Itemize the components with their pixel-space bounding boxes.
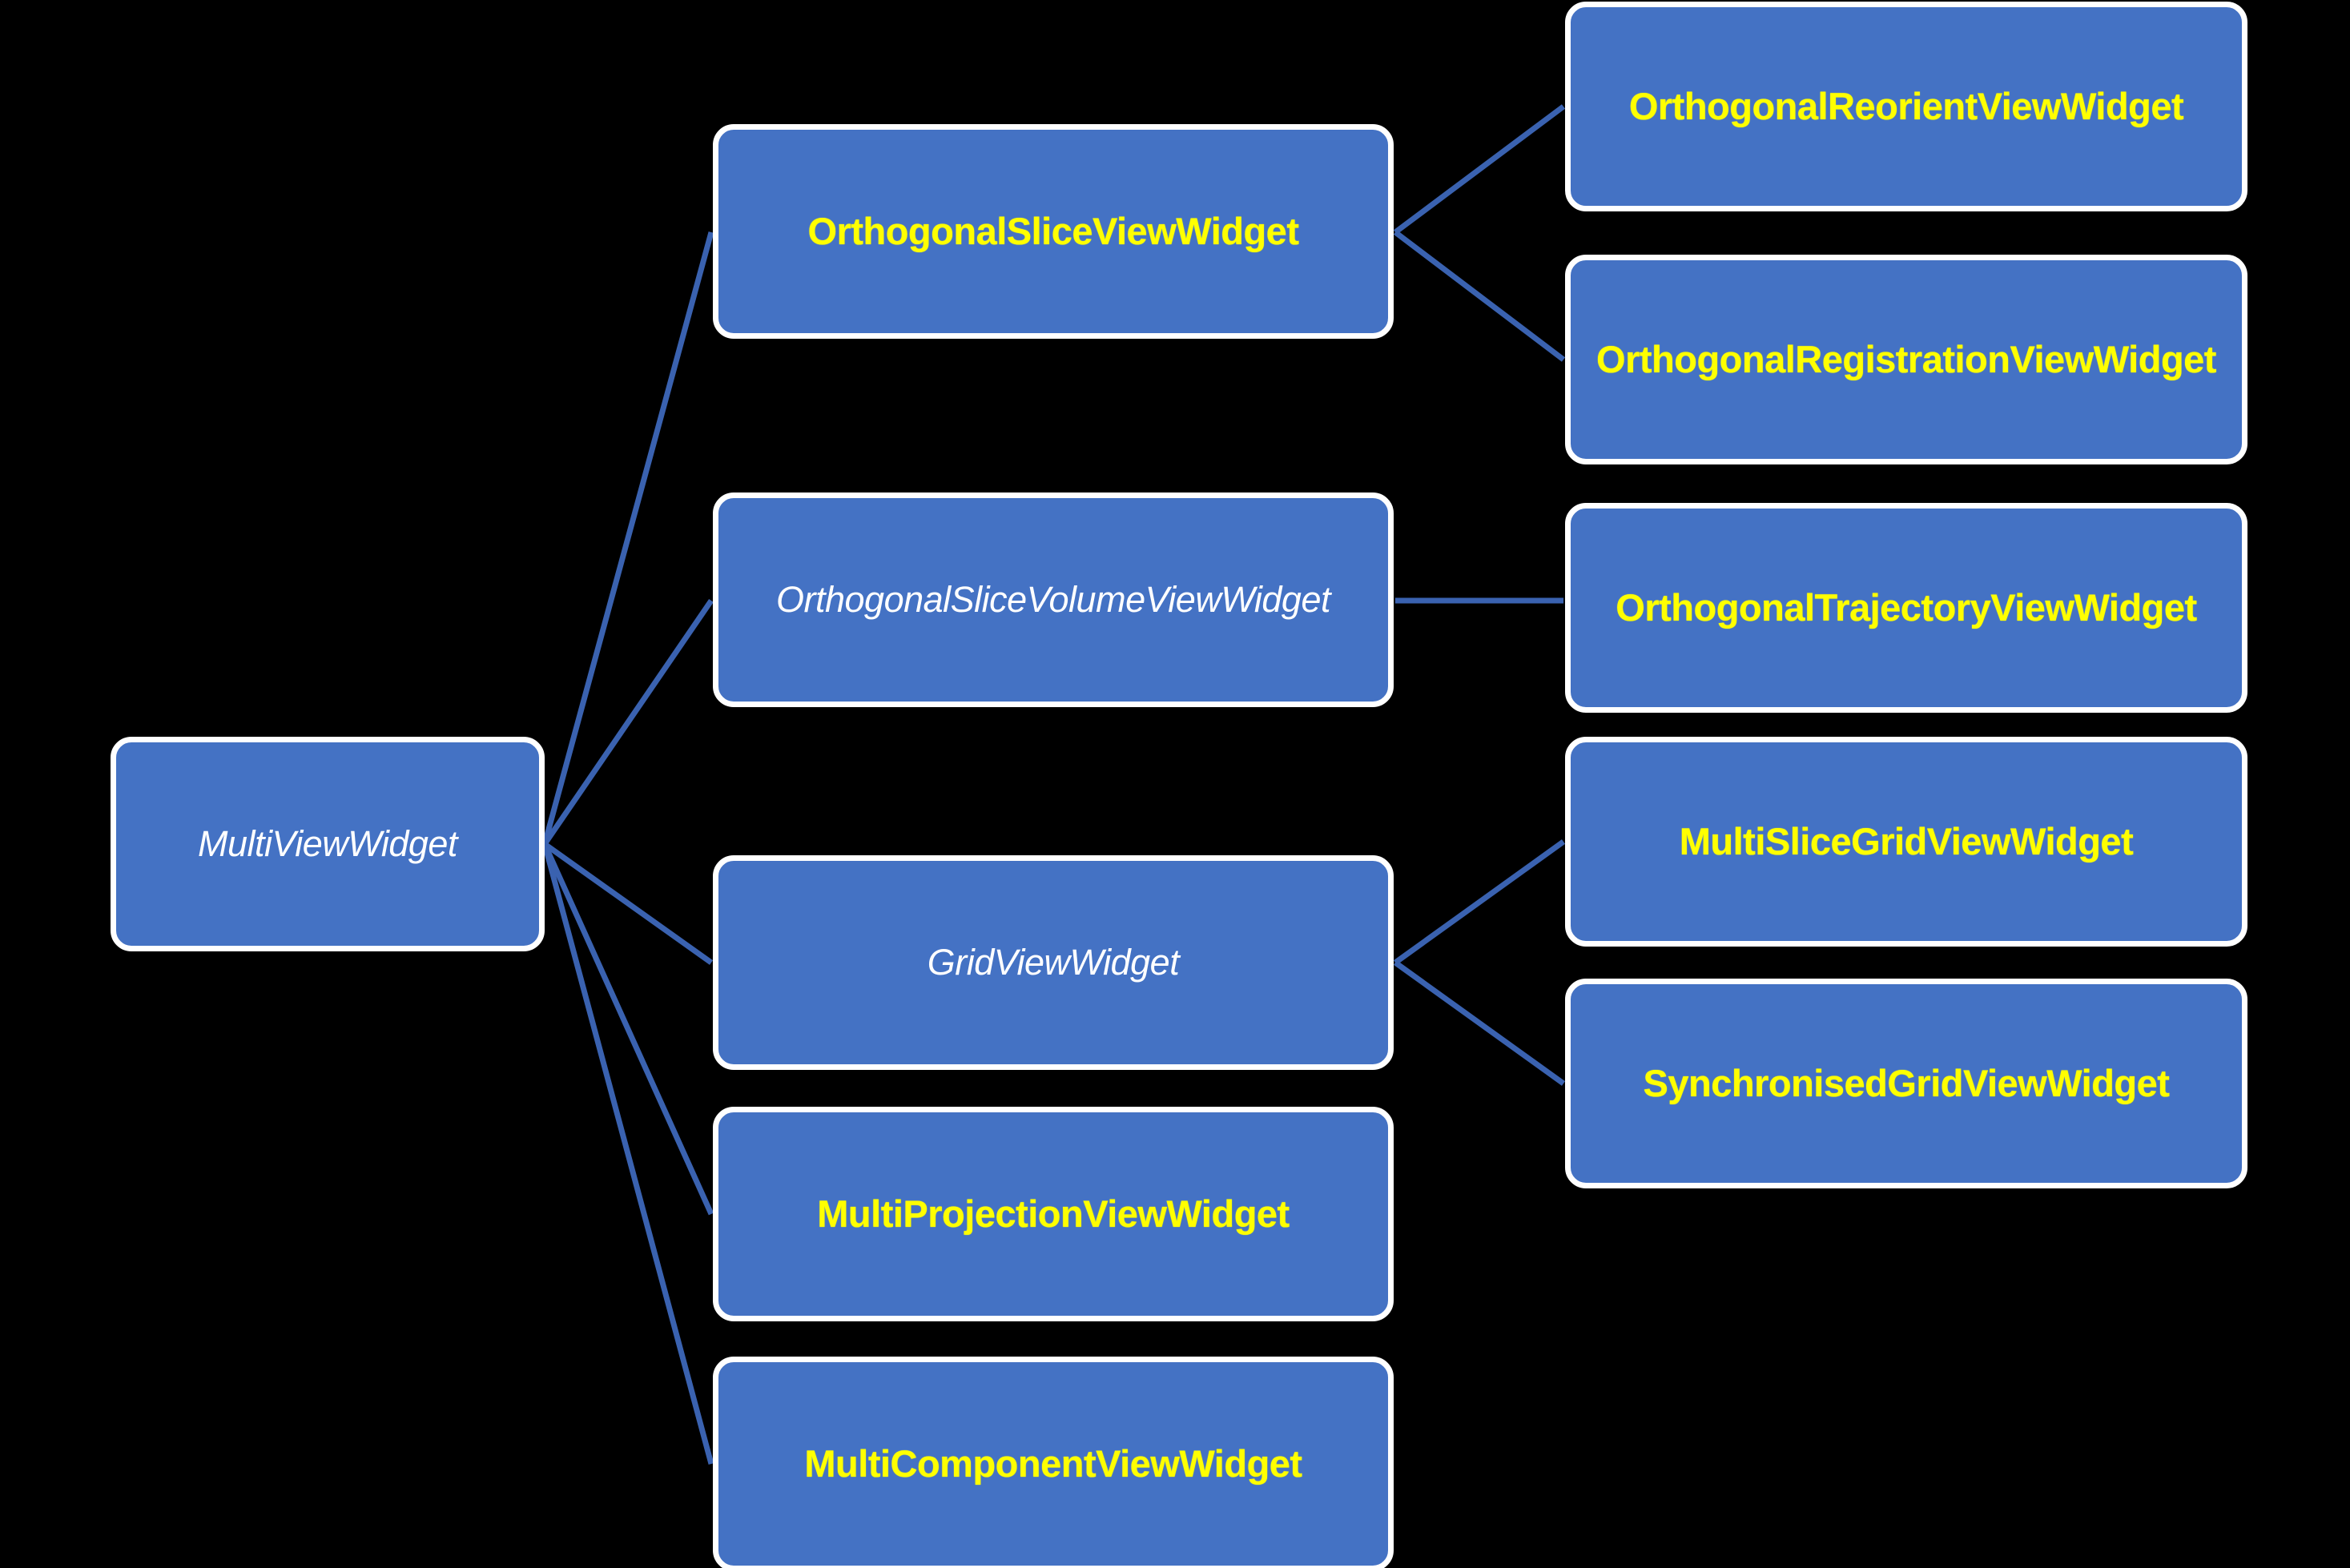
node-orthogonal-slice-view-widget[interactable]: OrthogonalSliceViewWidget: [713, 124, 1394, 339]
node-label-multi-slice-grid-view-widget: MultiSliceGridViewWidget: [1679, 820, 2134, 863]
node-label-grid-view-widget: GridViewWidget: [927, 942, 1180, 983]
node-label-orthogonal-reorient-view-widget: OrthogonalReorientViewWidget: [1628, 85, 2184, 128]
node-orthogonal-trajectory-view-widget[interactable]: OrthogonalTrajectoryViewWidget: [1565, 503, 2247, 713]
edge-orthogonal-slice-view-widget-to-orthogonal-reorient-view-widget: [1393, 104, 1566, 235]
node-label-multi-component-view-widget: MultiComponentViewWidget: [804, 1442, 1302, 1486]
node-label-multi-projection-view-widget: MultiProjectionViewWidget: [817, 1192, 1290, 1236]
node-grid-view-widget[interactable]: GridViewWidget: [713, 855, 1394, 1070]
node-label-multi-view-widget: MultiViewWidget: [198, 823, 457, 865]
node-label-orthogonal-slice-volume-view-widget: OrthogonalSliceVolumeViewWidget: [776, 579, 1330, 621]
node-orthogonal-reorient-view-widget[interactable]: OrthogonalReorientViewWidget: [1565, 2, 2247, 211]
node-multi-projection-view-widget[interactable]: MultiProjectionViewWidget: [713, 1107, 1394, 1321]
node-label-orthogonal-trajectory-view-widget: OrthogonalTrajectoryViewWidget: [1616, 586, 2197, 629]
edge-multi-view-widget-to-multi-projection-view-widget: [541, 842, 714, 1216]
node-label-orthogonal-slice-view-widget: OrthogonalSliceViewWidget: [807, 210, 1299, 253]
node-label-synchronised-grid-view-widget: SynchronisedGridViewWidget: [1643, 1062, 2170, 1105]
edge-grid-view-widget-to-multi-slice-grid-view-widget: [1393, 839, 1566, 965]
edge-orthogonal-slice-view-widget-to-orthogonal-registration-view-widget: [1393, 230, 1566, 362]
edge-multi-view-widget-to-grid-view-widget: [542, 842, 714, 965]
node-multi-slice-grid-view-widget[interactable]: MultiSliceGridViewWidget: [1565, 737, 2247, 947]
edge-multi-view-widget-to-orthogonal-slice-volume-view-widget: [542, 599, 714, 846]
node-orthogonal-slice-volume-view-widget[interactable]: OrthogonalSliceVolumeViewWidget: [713, 493, 1394, 707]
node-multi-component-view-widget[interactable]: MultiComponentViewWidget: [713, 1357, 1394, 1568]
node-synchronised-grid-view-widget[interactable]: SynchronisedGridViewWidget: [1565, 979, 2247, 1188]
node-orthogonal-registration-view-widget[interactable]: OrthogonalRegistrationViewWidget: [1565, 255, 2247, 464]
node-label-orthogonal-registration-view-widget: OrthogonalRegistrationViewWidget: [1596, 338, 2216, 381]
node-multi-view-widget[interactable]: MultiViewWidget: [111, 737, 545, 951]
edge-multi-view-widget-to-multi-component-view-widget: [541, 843, 714, 1465]
edge-multi-view-widget-to-orthogonal-slice-view-widget: [541, 231, 714, 845]
edge-grid-view-widget-to-synchronised-grid-view-widget: [1393, 960, 1566, 1086]
